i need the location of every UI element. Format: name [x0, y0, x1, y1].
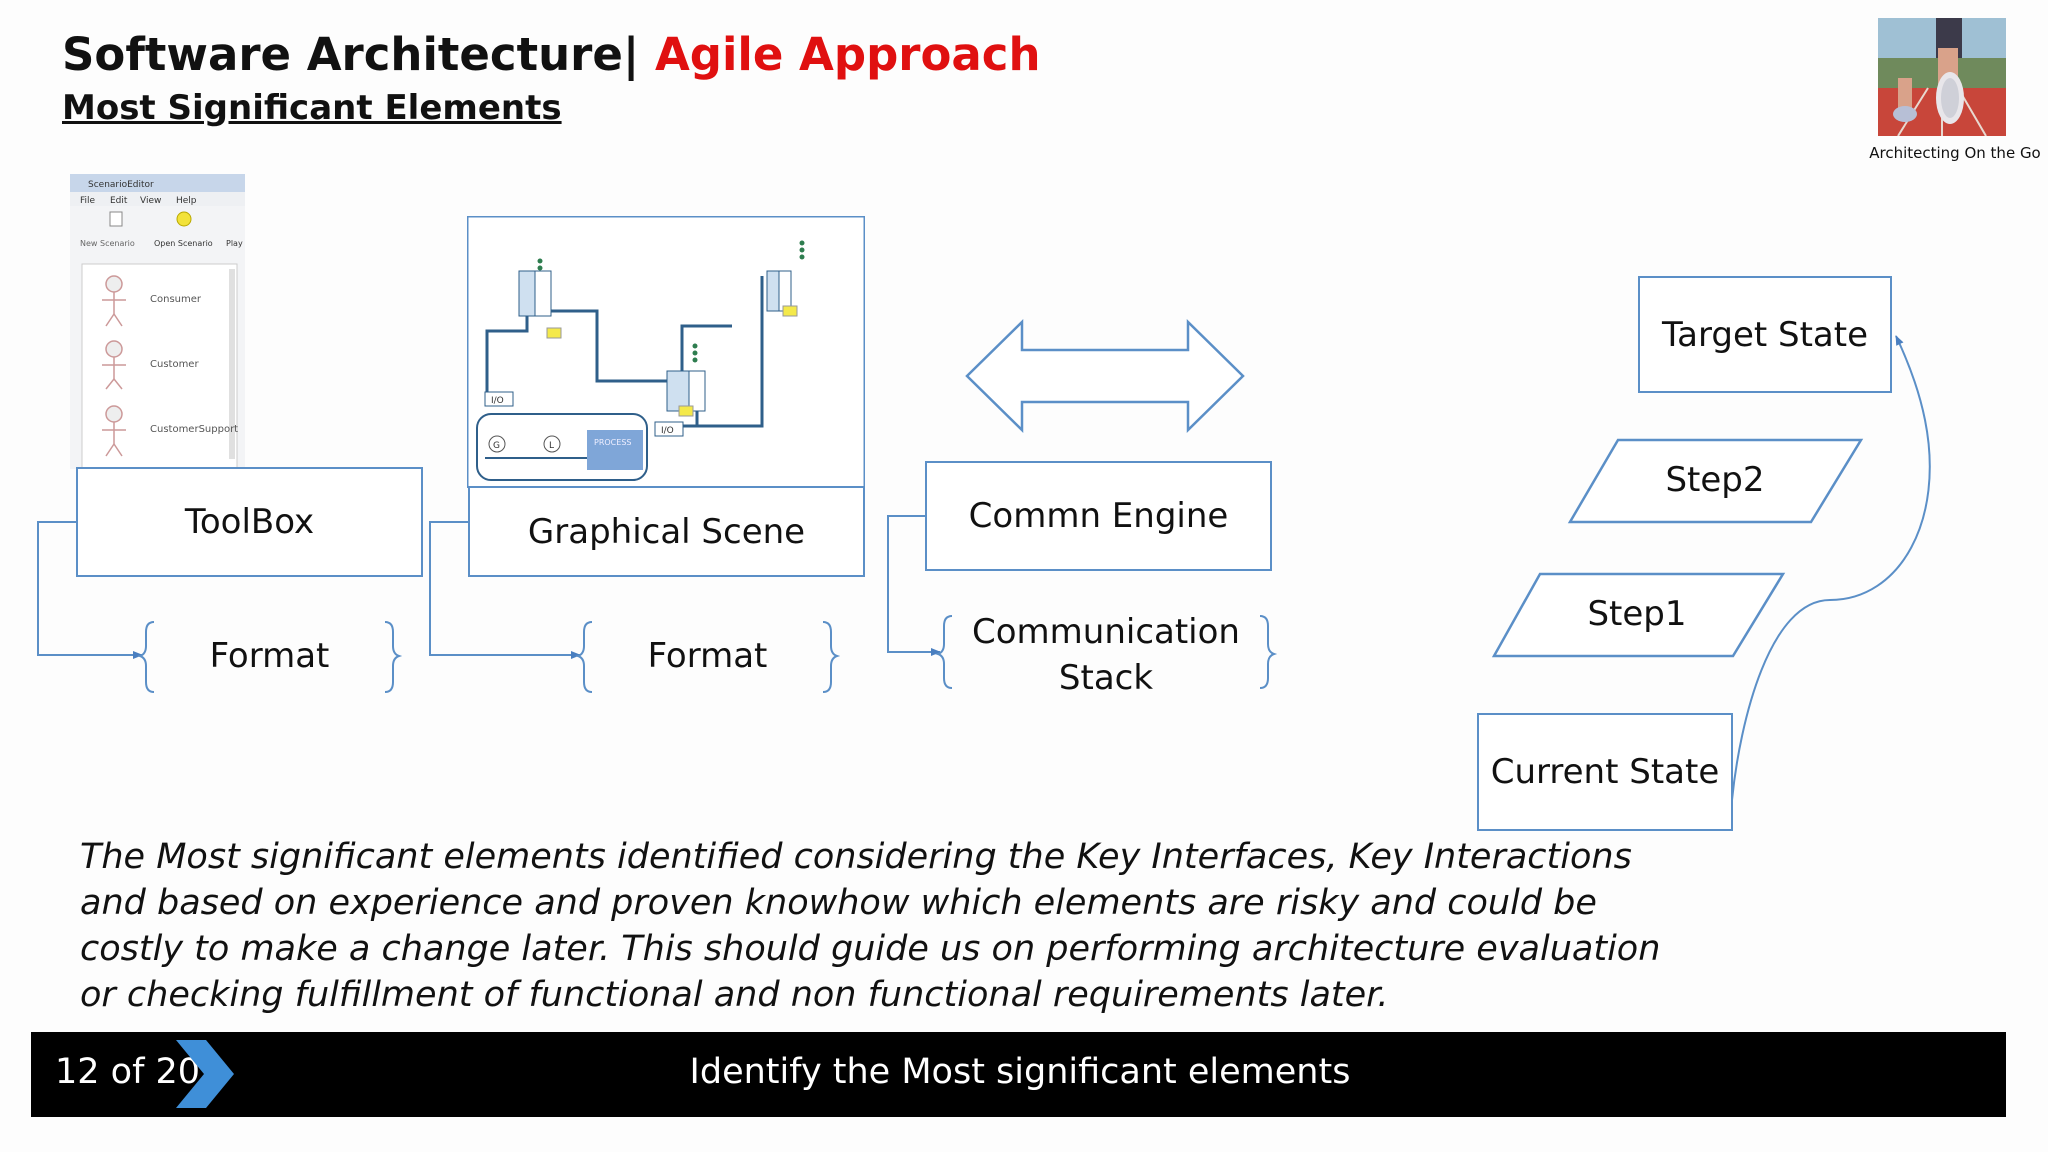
slide-title: Software Architecture| Agile Approach	[62, 28, 1040, 81]
brace-right-1	[384, 621, 403, 693]
graphical-scene-box: Graphical Scene	[468, 486, 865, 577]
progress-curve-arrow	[1731, 335, 1931, 801]
step2-label: Step2	[1665, 460, 1765, 501]
toolbox-format-label: Format	[209, 636, 330, 677]
menu-edit: Edit	[110, 196, 128, 206]
step1-label: Step1	[1587, 594, 1687, 635]
title-accent: Agile Approach	[654, 28, 1041, 81]
step1-shape	[1491, 572, 1786, 658]
title-main: Software Architecture|	[62, 28, 640, 81]
chevron-right-icon	[176, 1040, 234, 1108]
logo-caption: Architecting On the Go	[1869, 144, 2041, 162]
current-state-box: Current State	[1477, 713, 1733, 831]
brace-right-3	[1259, 615, 1278, 689]
footer-bar	[31, 1032, 2006, 1117]
explanation-text: The Most significant elements identified…	[80, 837, 1661, 1015]
comm-engine-box: Commn Engine	[925, 461, 1272, 571]
step2-shape	[1567, 438, 1864, 524]
scene-screenshot: I/O I/O G L PROCESS	[467, 216, 865, 488]
connector-scene-format	[429, 521, 581, 659]
scene-format-label: Format	[647, 636, 768, 677]
communication-stack-label: Communication Stack	[972, 612, 1240, 698]
slide-subtitle: Most Significant Elements	[62, 88, 562, 128]
toolbox-box: ToolBox	[76, 467, 423, 577]
menu-file: File	[80, 196, 96, 206]
actor-customer: Customer	[150, 359, 199, 370]
brace-left-3	[934, 615, 953, 689]
actor-icon	[102, 275, 126, 457]
actor-consumer: Consumer	[150, 294, 202, 305]
menu-view: View	[140, 196, 161, 206]
connector-toolbox-format	[37, 521, 143, 659]
menu-help: Help	[176, 196, 197, 206]
brace-left-2	[574, 621, 593, 693]
scene-io-2: I/O	[661, 426, 674, 436]
btn-new-scenario: New Scenario	[80, 239, 135, 248]
logo-image	[1878, 18, 2006, 136]
actor-customer-support: CustomerSupport	[150, 424, 238, 435]
target-state-box: Target State	[1638, 276, 1892, 393]
brace-left-1	[136, 621, 155, 693]
btn-open-scenario: Open Scenario	[154, 239, 213, 248]
connector-engine-stack	[887, 515, 941, 656]
scene-node-l: L	[549, 441, 554, 451]
toolbox-screenshot: ScenarioEditor File Edit View Help New S…	[70, 174, 245, 469]
brace-right-2	[822, 621, 841, 693]
double-arrow-icon	[965, 319, 1245, 433]
scene-node-g: G	[493, 441, 500, 451]
toolbox-window-title: ScenarioEditor	[88, 180, 154, 190]
btn-play: Play	[226, 239, 243, 248]
page-counter: 12 of 20	[55, 1052, 201, 1092]
scene-io-1: I/O	[491, 396, 504, 406]
scene-process: PROCESS	[594, 438, 631, 447]
footer-title: Identify the Most significant elements	[689, 1052, 1351, 1092]
